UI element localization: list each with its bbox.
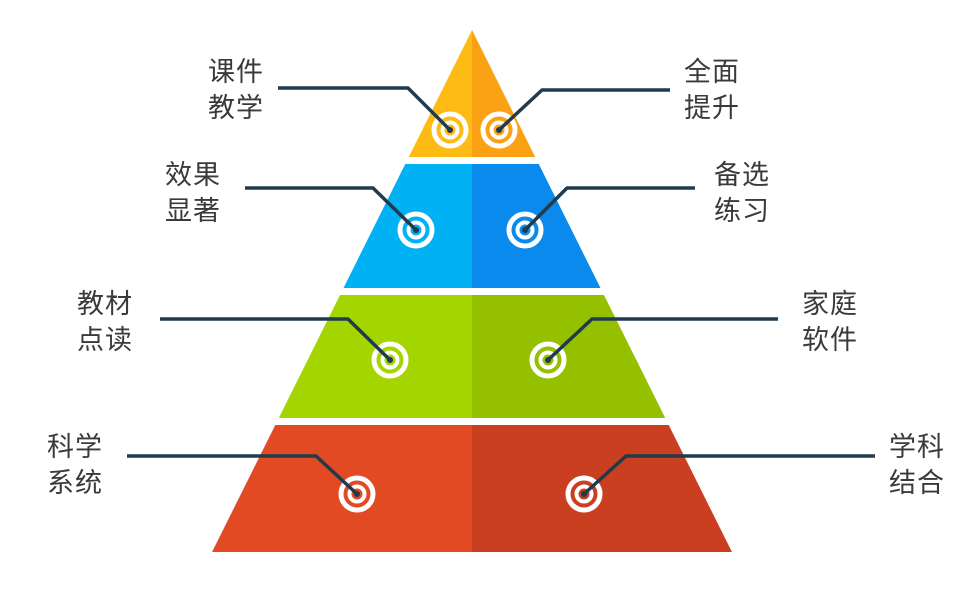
label-line: 教学 — [208, 93, 264, 124]
leader-dot-t1-left — [447, 127, 453, 133]
leader-line-t1-left — [278, 86, 452, 132]
leader-line-t4-left — [127, 454, 359, 496]
label-line: 备选 — [714, 160, 770, 191]
label-line: 练习 — [714, 196, 770, 227]
leader-dot-t3-left — [387, 357, 393, 363]
tier-3-right — [472, 295, 666, 418]
tier-2-right — [472, 164, 601, 288]
label-t1-right: 全面提升 — [684, 55, 740, 127]
label-line: 效果 — [165, 160, 221, 191]
label-line: 全面 — [684, 57, 740, 88]
target-icon-t3-l — [371, 341, 409, 379]
leader-line-t3-left — [160, 317, 392, 362]
label-line: 提升 — [684, 93, 740, 124]
label-t4-right: 学科结合 — [889, 430, 945, 502]
label-line: 结合 — [889, 468, 945, 499]
leader-dot-t2-right — [522, 227, 528, 233]
label-t1-left: 课件教学 — [208, 55, 264, 127]
label-t4-left: 科学系统 — [47, 430, 103, 502]
target-icon-t4-r — [565, 475, 603, 513]
target-icon-t4-l — [338, 475, 376, 513]
label-line: 家庭 — [802, 289, 858, 320]
leader-dot-t4-left — [354, 491, 360, 497]
label-line: 系统 — [47, 468, 103, 499]
leader-line-t3-right — [546, 317, 778, 362]
target-icon-t2-r — [506, 211, 544, 249]
target-icon-t1-l — [431, 111, 469, 149]
leader-line-t1-right — [497, 88, 670, 132]
label-t2-left: 效果显著 — [165, 158, 221, 230]
leader-dot-t3-right — [545, 357, 551, 363]
label-line: 学科 — [889, 432, 945, 463]
tier-1-right — [472, 30, 536, 157]
label-line: 科学 — [47, 432, 103, 463]
label-line: 课件 — [208, 57, 264, 88]
target-icon-t3-r — [529, 341, 567, 379]
leader-line-t2-right — [523, 186, 695, 232]
leader-dot-t2-left — [413, 227, 419, 233]
leader-dot-t1-right — [496, 127, 502, 133]
label-line: 教材 — [77, 289, 133, 320]
target-icon-t2-l — [397, 211, 435, 249]
label-t3-left: 教材点读 — [77, 287, 133, 359]
leader-line-t4-right — [582, 454, 875, 496]
label-line: 点读 — [77, 325, 133, 356]
label-t2-right: 备选练习 — [714, 158, 770, 230]
label-line: 软件 — [802, 325, 858, 356]
label-t3-right: 家庭软件 — [802, 287, 858, 359]
leader-line-t2-left — [245, 186, 418, 232]
label-line: 显著 — [165, 196, 221, 227]
leader-dot-t4-right — [581, 491, 587, 497]
target-icon-t1-r — [480, 111, 518, 149]
tier-4-right — [472, 425, 732, 552]
